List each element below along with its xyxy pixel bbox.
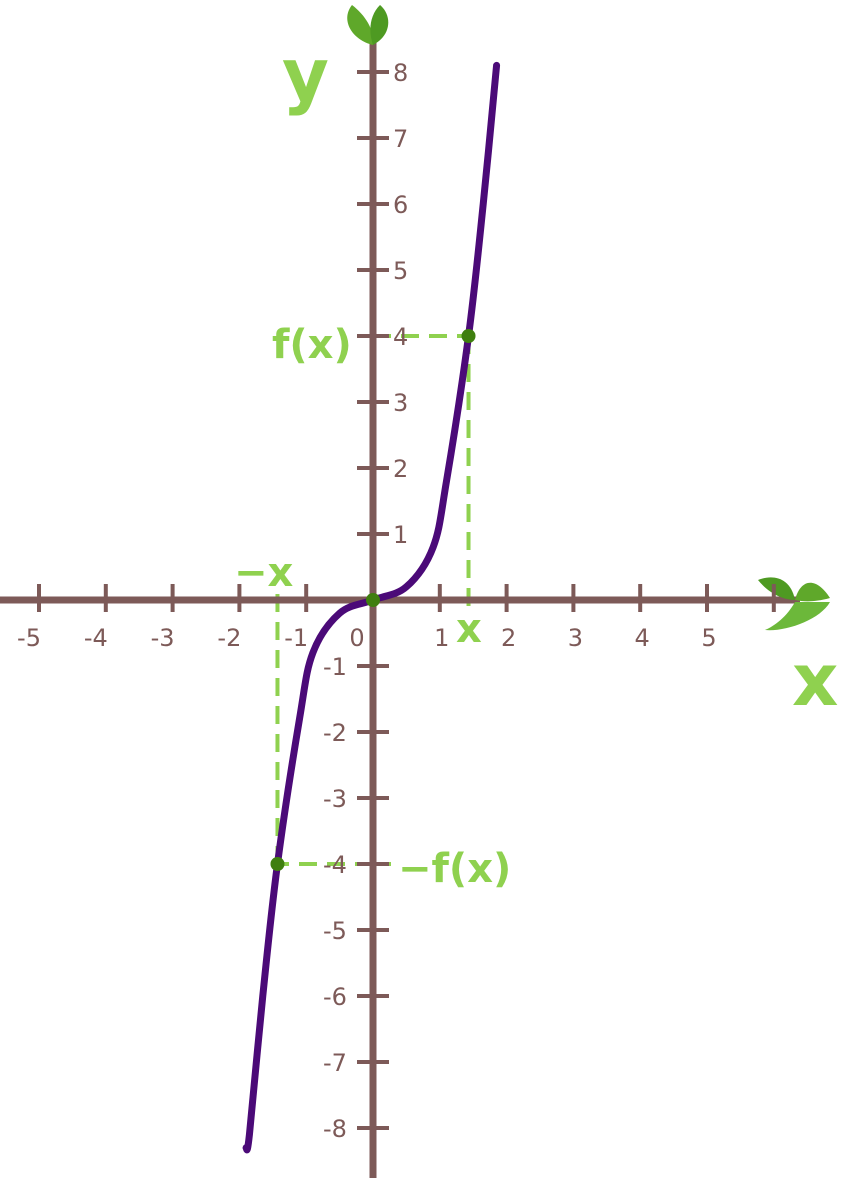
data-point <box>461 329 476 343</box>
x-tick-label: -1 <box>284 624 308 652</box>
x-value-label: x <box>456 606 482 652</box>
x-tick-label: 4 <box>635 624 650 652</box>
y-tick-label: -8 <box>323 1115 347 1143</box>
y-tick-label: -7 <box>323 1049 347 1077</box>
y-tick-label: -1 <box>323 653 347 681</box>
x-tick-label: 5 <box>701 624 716 652</box>
y-tick-label: 2 <box>393 455 408 483</box>
y-tick-label: 4 <box>393 323 408 351</box>
neg-fx-label: −f(x) <box>398 846 511 892</box>
x-axis-leaf-icon <box>758 577 830 631</box>
data-point <box>270 857 285 871</box>
axis-ticks: -5 -4 -3 -2 -1 1 2 3 4 5 0 8 7 6 5 4 3 2 1 -1 -2 -3 -4 -5 -6 -7 -8 <box>17 59 776 1143</box>
y-tick-label: -5 <box>323 917 347 945</box>
x-tick-label: -3 <box>151 624 175 652</box>
x-tick-label: -2 <box>217 624 241 652</box>
x-tick-label: -4 <box>84 624 108 652</box>
y-tick-label: 7 <box>393 125 408 153</box>
y-axis-label: y <box>282 33 329 117</box>
neg-x-label: −x <box>234 550 294 596</box>
x-tick-label: -5 <box>17 624 41 652</box>
function-curve <box>242 61 501 1154</box>
y-tick-label: 8 <box>393 59 408 87</box>
y-tick-label: -2 <box>323 719 347 747</box>
data-point <box>366 593 380 607</box>
origin-label: 0 <box>349 624 364 652</box>
fx-label: f(x) <box>272 322 352 368</box>
x-tick-label: 3 <box>568 624 583 652</box>
y-tick-label: -3 <box>323 785 347 813</box>
y-tick-label: 5 <box>393 257 408 285</box>
y-axis-leaf-icon <box>347 5 389 45</box>
y-tick-label: 6 <box>393 191 408 219</box>
x-tick-label: 1 <box>434 624 449 652</box>
x-axis-label: x <box>792 638 838 722</box>
y-tick-label: -4 <box>323 851 347 879</box>
highlight-points <box>270 329 476 871</box>
x-tick-label: 2 <box>501 624 516 652</box>
y-tick-label: -6 <box>323 983 347 1011</box>
y-tick-label: 3 <box>393 389 408 417</box>
y-tick-label: 1 <box>393 521 408 549</box>
